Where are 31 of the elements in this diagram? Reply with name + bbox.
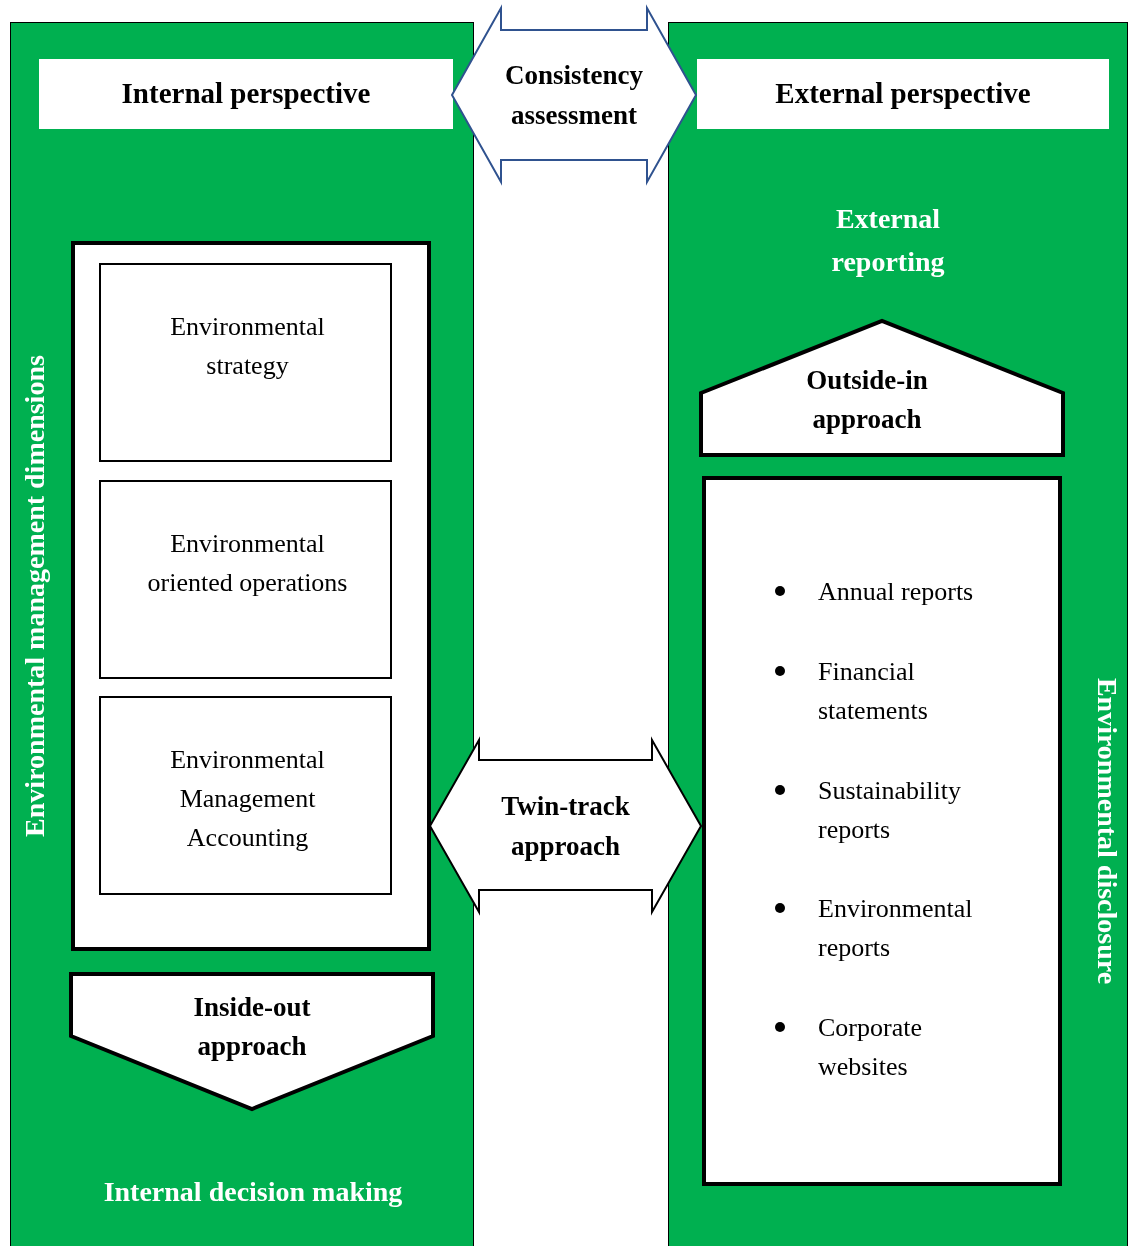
dimension-text: Environmental strategy (169, 311, 326, 382)
list-item-text: Sustainability reports (818, 775, 962, 846)
disclosure-list-box (702, 476, 1062, 1186)
section-heading: Internal decision making (103, 1174, 403, 1209)
dimension-text: Environmental oriented operations (146, 528, 349, 599)
perspective-panel (10, 22, 474, 1246)
list-item-text: Environmental reports (818, 893, 974, 964)
double-headed-block-arrow (428, 736, 703, 916)
dimension-box (99, 696, 392, 895)
approach-text: Inside-out approach (192, 991, 312, 1063)
vertical-label: Environmental disclosure (1091, 677, 1124, 985)
header-text: Internal perspective (120, 76, 372, 111)
list-item-text: Annual reports (818, 576, 975, 608)
edge-label: Consistency assessment (505, 59, 643, 132)
dimensions-frame (71, 241, 431, 951)
approach-text: Outside-in approach (805, 364, 929, 436)
header-box (39, 59, 453, 129)
dimension-box (99, 480, 392, 679)
header-box (697, 59, 1109, 129)
list-item-text: Financial statements (818, 656, 929, 727)
section-heading: External reporting (830, 202, 946, 279)
edge-label: Twin-track approach (500, 790, 631, 863)
dimension-text: Environmental Management Accounting (169, 744, 326, 854)
up-pentagon-arrow (701, 321, 1063, 455)
vertical-label: Environmental management dimensions (18, 355, 51, 837)
double-headed-block-arrow (450, 4, 698, 186)
dimension-box (99, 263, 392, 462)
down-pentagon-arrow (71, 974, 433, 1109)
list-item-text: Corporate websites (818, 1012, 923, 1083)
perspective-panel (668, 22, 1128, 1246)
header-text: External perspective (774, 76, 1032, 111)
